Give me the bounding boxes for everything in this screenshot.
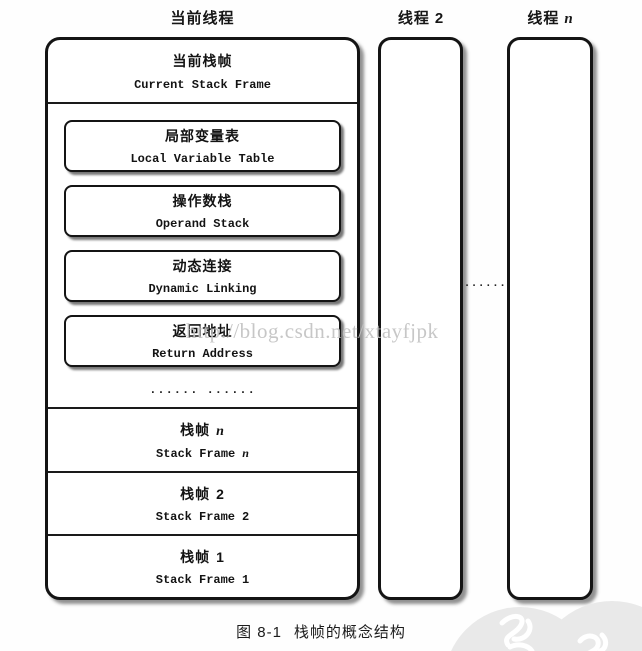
stack-frame-1-zh-number: 1 bbox=[216, 548, 225, 565]
dynamic-linking-zh-label: 动态连接 bbox=[172, 258, 233, 274]
current-thread-label: 当前线程 bbox=[45, 7, 360, 28]
stack-frame-2-zh-label: 栈帧 2 bbox=[180, 484, 225, 504]
stack-frame-2-en-prefix: Stack Frame bbox=[155, 509, 235, 524]
dynamic-linking-en-label: Dynamic Linking bbox=[148, 282, 257, 296]
stack-frame-1-en-number: 1 bbox=[242, 572, 250, 587]
stack-frame-n-zh-prefix: 栈帧 bbox=[180, 421, 211, 438]
thread-2-stack-box bbox=[378, 37, 463, 600]
thread-n-label-variable: n bbox=[564, 11, 573, 27]
stack-frame-n-zh-variable: n bbox=[216, 423, 225, 439]
stack-frame-n-en-prefix: Stack Frame bbox=[156, 446, 236, 461]
operand-stack-box: 操作数栈 Operand Stack bbox=[64, 185, 341, 237]
current-thread-stack-box: 当前栈帧 Current Stack Frame 局部变量表 Local Var… bbox=[45, 37, 360, 600]
return-address-zh-label: 返回地址 bbox=[172, 323, 233, 339]
local-variable-table-box: 局部变量表 Local Variable Table bbox=[64, 120, 341, 172]
current-thread-label-text: 当前线程 bbox=[170, 10, 235, 27]
figure-number: 图 8-1 bbox=[236, 624, 282, 641]
stack-frame-n-row: 栈帧 n Stack Frame n bbox=[48, 409, 357, 471]
stack-frame-2-zh-number: 2 bbox=[216, 485, 225, 502]
stack-frame-1-zh-prefix: 栈帧 bbox=[180, 548, 211, 565]
frame-parts-section: 局部变量表 Local Variable Table 操作数栈 Operand … bbox=[48, 104, 357, 409]
stack-frame-2-zh-prefix: 栈帧 bbox=[180, 485, 211, 502]
figure-caption: 图 8-1 栈帧的概念结构 bbox=[0, 621, 642, 642]
stack-frame-2-en-label: Stack Frame 2 bbox=[156, 510, 249, 524]
current-stack-frame-section: 当前栈帧 Current Stack Frame bbox=[48, 40, 357, 104]
thread-n-stack-box bbox=[507, 37, 593, 600]
figure-title: 栈帧的概念结构 bbox=[293, 624, 406, 641]
stack-frame-n-en-label: Stack Frame n bbox=[156, 446, 249, 461]
local-variable-table-zh-label: 局部变量表 bbox=[165, 128, 240, 144]
return-address-en-label: Return Address bbox=[152, 347, 253, 361]
stack-frame-n-en-variable: n bbox=[242, 445, 249, 460]
stack-frames-block: 栈帧 n Stack Frame n 栈帧 2 Stack Frame 2 栈帧 1 St… bbox=[48, 409, 357, 597]
thread-2-label-prefix: 线程 bbox=[397, 10, 430, 27]
stack-frame-n-zh-label: 栈帧 n bbox=[180, 420, 225, 440]
current-stack-frame-en-label: Current Stack Frame bbox=[134, 77, 271, 92]
local-variable-table-en-label: Local Variable Table bbox=[130, 152, 275, 166]
stack-frame-2-en-number: 2 bbox=[242, 509, 250, 524]
stack-frame-2-row: 栈帧 2 Stack Frame 2 bbox=[48, 471, 357, 534]
threads-gap-ellipsis: ...... bbox=[463, 278, 507, 290]
stack-frame-1-zh-label: 栈帧 1 bbox=[180, 547, 225, 567]
operand-stack-en-label: Operand Stack bbox=[155, 217, 250, 231]
current-stack-frame-zh-label: 当前栈帧 bbox=[172, 52, 233, 69]
thread-n-label-prefix: 线程 bbox=[527, 10, 560, 27]
frame-parts-ellipsis: ...... ...... bbox=[149, 383, 256, 397]
return-address-box: 返回地址 Return Address bbox=[64, 315, 341, 367]
stack-frame-1-en-prefix: Stack Frame bbox=[155, 572, 235, 587]
stack-frame-1-row: 栈帧 1 Stack Frame 1 bbox=[48, 534, 357, 597]
dynamic-linking-box: 动态连接 Dynamic Linking bbox=[64, 250, 341, 302]
thread-2-label-number: 2 bbox=[434, 10, 444, 27]
stack-frame-1-en-label: Stack Frame 1 bbox=[156, 573, 249, 587]
operand-stack-zh-label: 操作数栈 bbox=[172, 193, 233, 209]
